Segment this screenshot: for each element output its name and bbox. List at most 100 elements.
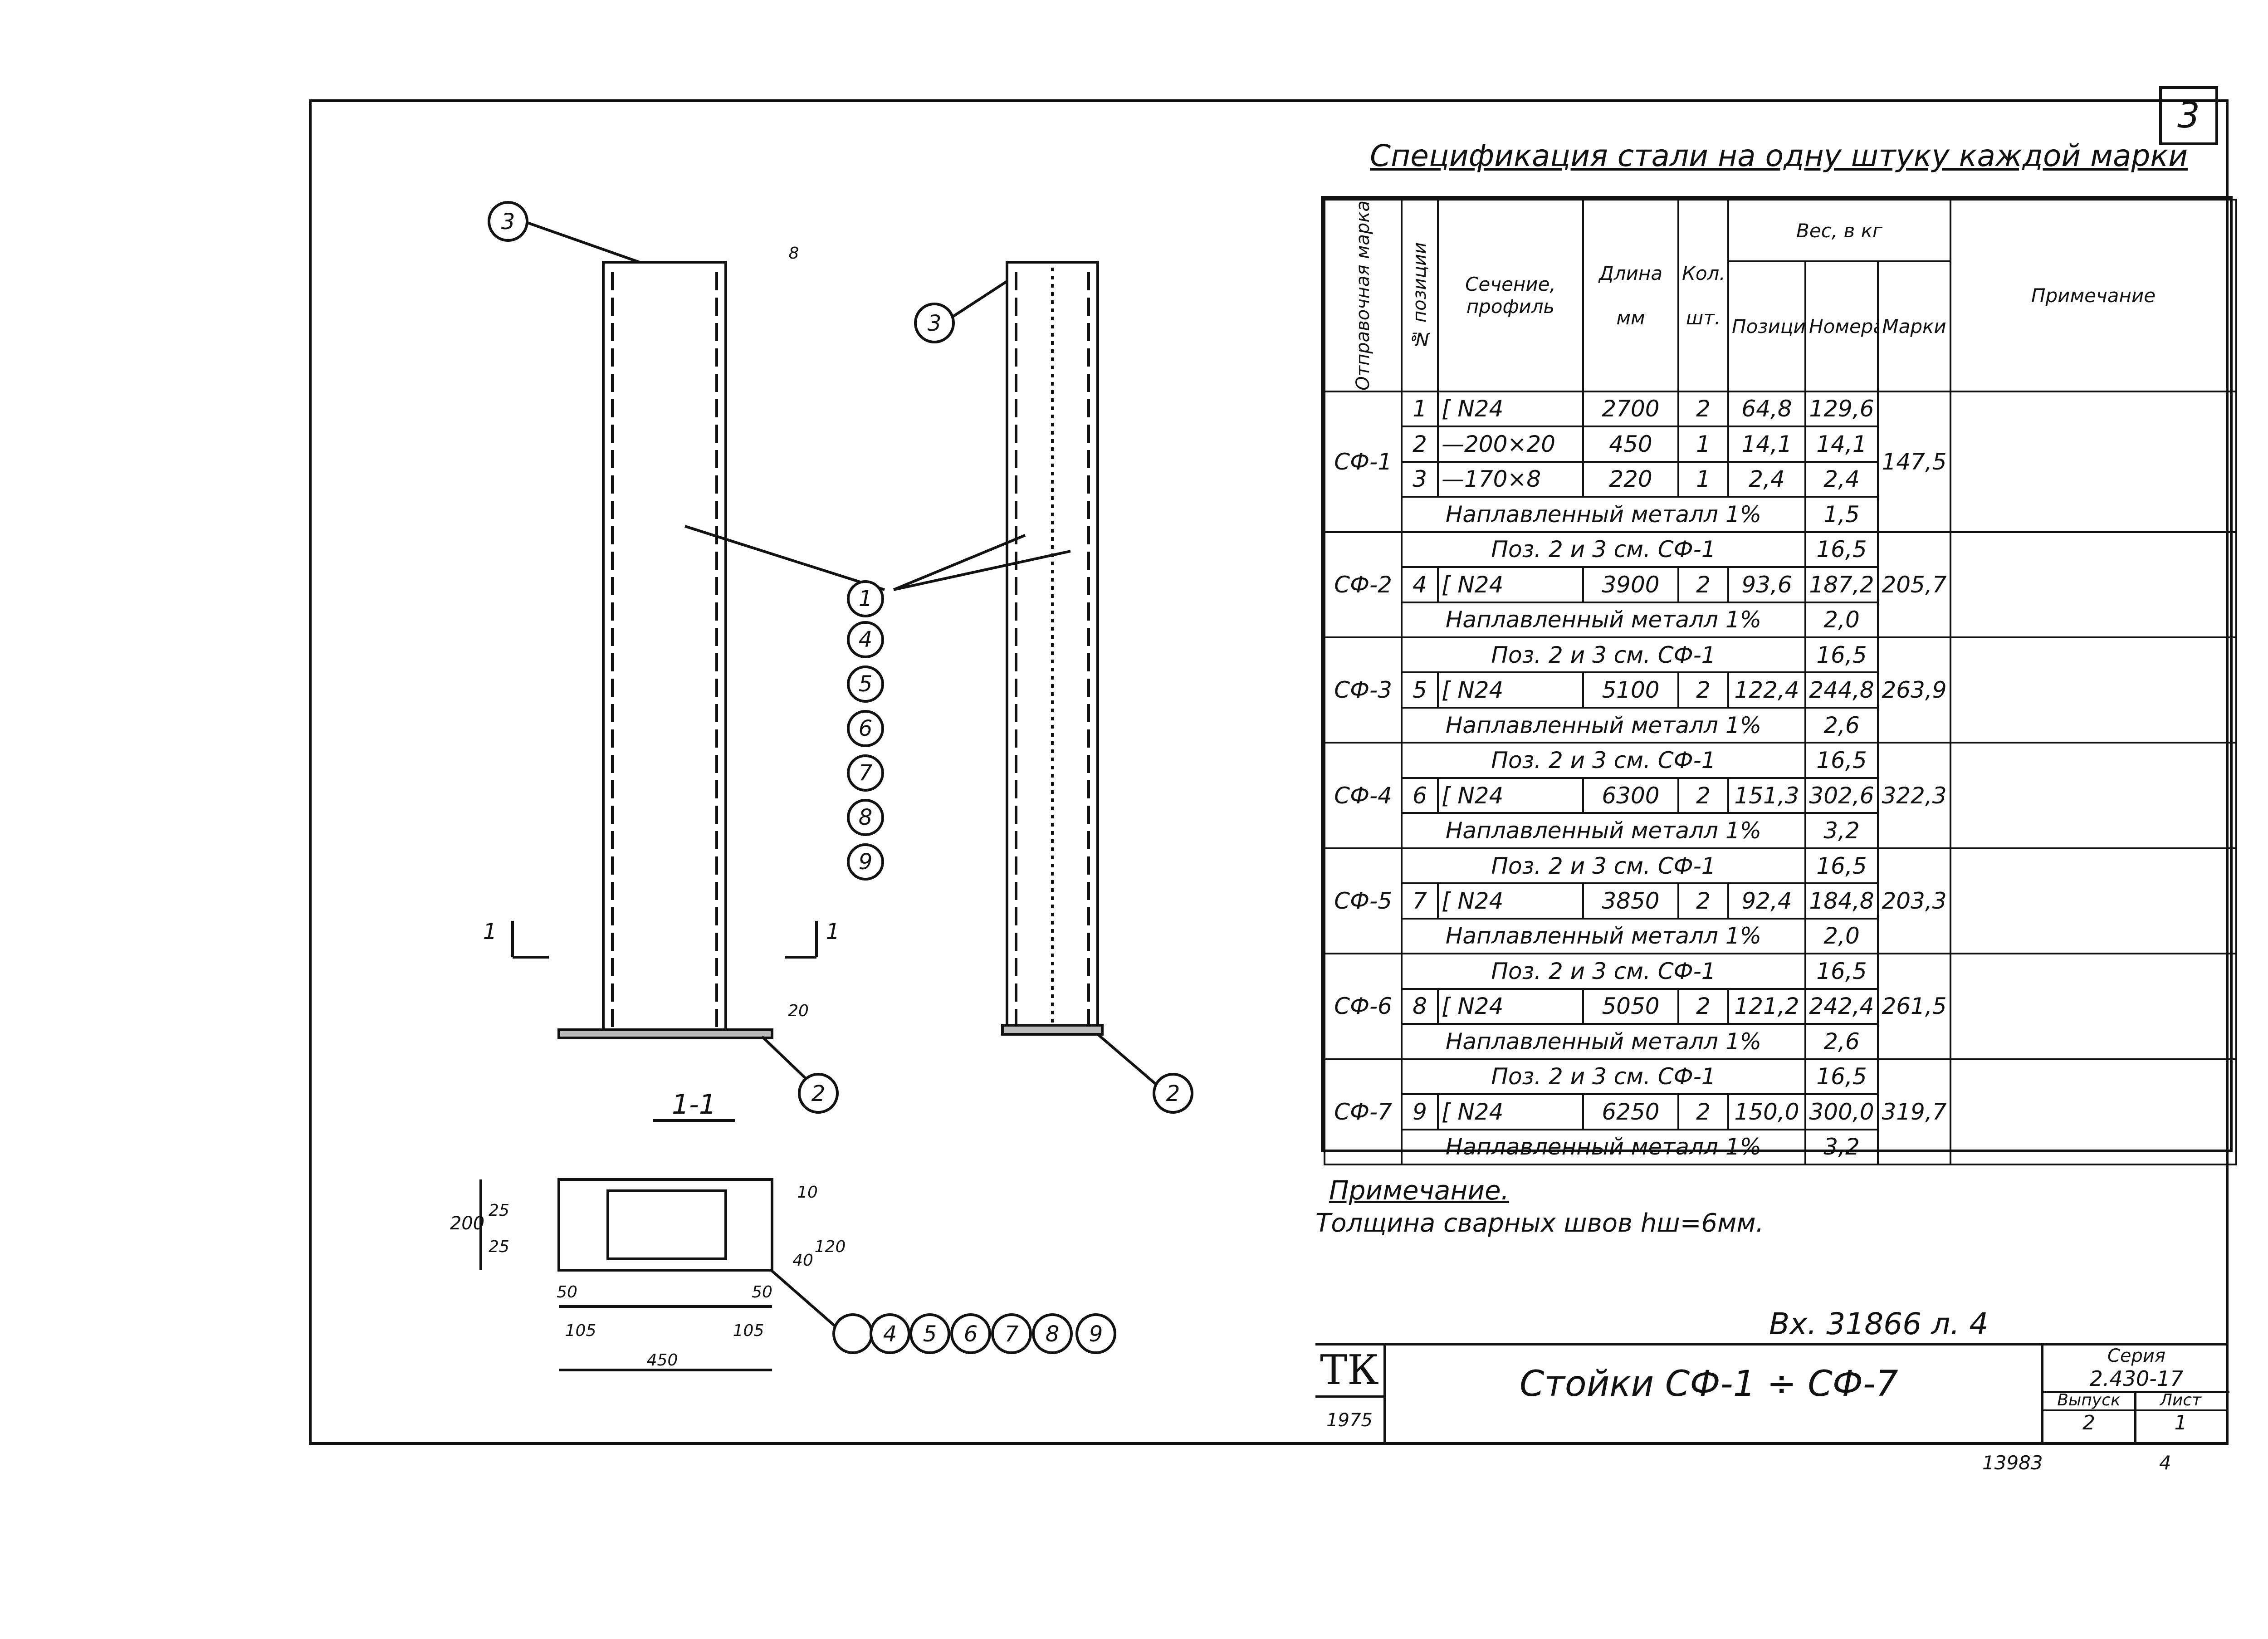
section-mark: 1 <box>826 919 840 944</box>
section-label: 1-1 <box>672 1089 716 1120</box>
hdr-wpos: Позиции <box>1727 260 1806 392</box>
table-cell: 4 <box>1401 566 1439 603</box>
table-cell: 151,3 <box>1727 777 1806 814</box>
note-cell <box>1950 742 2238 849</box>
table-cell: 2 <box>1677 988 1729 1025</box>
callout-col: 1 <box>859 586 873 612</box>
callout-2-right: 2 <box>1166 1081 1180 1106</box>
table-row: Наплавленный металл 1%2,6 <box>1325 1023 2236 1060</box>
table-cell: —170×8 <box>1437 460 1584 498</box>
note-title: Примечание. <box>1329 1175 1510 1206</box>
series-box: Серия 2.430-17 <box>2041 1345 2229 1393</box>
table-cell: 3,2 <box>1804 812 1879 849</box>
table-cell: 2 <box>1401 426 1439 463</box>
sheet-label: Лист <box>2134 1391 2227 1411</box>
callout-3-right: 3 <box>928 311 942 336</box>
archive-ref: Вх. 31866 л. 4 <box>1769 1306 1989 1341</box>
table-cell: [ N24 <box>1437 882 1584 920</box>
series-label: Серия <box>2107 1345 2165 1366</box>
hdr-mark: Отправочная марка <box>1325 200 1402 391</box>
spec-table: Отправочная марка № позиции Сечение, про… <box>1321 196 2238 1166</box>
table-cell: 3900 <box>1582 566 1679 603</box>
callout-row: 7 <box>1005 1321 1019 1347</box>
table-cell: Поз. 2 и 3 см. СФ-1 <box>1401 636 1806 674</box>
table-cell: 16,5 <box>1804 636 1879 674</box>
dim-c: 10 <box>797 1183 818 1202</box>
table-cell: 2,6 <box>1804 706 1879 744</box>
hdr-qty: Кол.шт. <box>1677 199 1729 392</box>
table-cell: Наплавленный металл 1% <box>1401 496 1806 533</box>
year: 1975 <box>1315 1398 1386 1443</box>
callout-3-left: 3 <box>501 209 515 235</box>
drawing-title: Стойки СФ-1 ÷ СФ-7 <box>1520 1364 1898 1404</box>
dim-d: 120 <box>815 1238 846 1256</box>
mark-cell: СФ-2 <box>1324 531 1403 639</box>
issue-label: Выпуск <box>2043 1391 2134 1411</box>
mark-weight-cell: 322,3 <box>1877 742 1952 849</box>
dim-height: 200 <box>450 1213 484 1234</box>
table-cell: 14,1 <box>1804 426 1879 463</box>
table-cell: 184,8 <box>1804 882 1879 920</box>
table-cell: 1 <box>1677 460 1729 498</box>
table-row: Наплавленный металл 1%2,0 <box>1325 917 2236 955</box>
table-cell: 93,6 <box>1727 566 1806 603</box>
hdr-wmark: Марки <box>1877 260 1952 392</box>
table-cell: 3 <box>1401 460 1439 498</box>
table-cell: 2,4 <box>1804 460 1879 498</box>
mark-cell: СФ-6 <box>1324 953 1403 1060</box>
table-cell: 3850 <box>1582 882 1679 920</box>
table-cell: Наплавленный металл 1% <box>1401 917 1806 955</box>
table-cell: 150,0 <box>1727 1093 1806 1130</box>
note-text: Толщина сварных швов hш=6мм. <box>1315 1208 1764 1238</box>
table-cell: 1 <box>1401 390 1439 428</box>
table-cell: 7 <box>1401 882 1439 920</box>
column-elevation-right <box>1006 261 1099 1036</box>
dim-top: 8 <box>789 244 799 263</box>
note-block: Примечание. Толщина сварных швов hш=6мм. <box>1315 1175 1764 1238</box>
note-cell <box>1950 1058 2238 1166</box>
mark-cell: СФ-3 <box>1324 636 1403 744</box>
table-cell: 242,4 <box>1804 988 1879 1025</box>
mark-cell: СФ-7 <box>1324 1058 1403 1166</box>
base-plate-right <box>1001 1024 1104 1036</box>
table-cell: 16,5 <box>1804 847 1879 885</box>
hdr-section: Сечение, профиль <box>1437 199 1584 392</box>
column-elevation-left <box>602 261 727 1036</box>
table-cell: 16,5 <box>1804 531 1879 568</box>
table-row: Наплавленный металл 1%1,5 <box>1325 496 2236 533</box>
table-cell: [ N24 <box>1437 671 1584 709</box>
hdr-note: Примечание <box>1950 199 2238 392</box>
callout-2-left: 2 <box>811 1081 826 1106</box>
title-block: ТК 1975 Стойки СФ-1 ÷ СФ-7 Серия 2.430-1… <box>1315 1343 2229 1445</box>
callout-col: 9 <box>859 849 873 875</box>
callout-row: 6 <box>964 1321 978 1347</box>
bottom-number-left: 13983 <box>1982 1452 2043 1474</box>
mark-weight-cell: 203,3 <box>1877 847 1952 955</box>
note-cell <box>1950 953 2238 1060</box>
dim-base: 20 <box>788 1002 809 1020</box>
table-cell: 14,1 <box>1727 426 1806 463</box>
callout-row: 4 <box>883 1321 897 1347</box>
table-cell: 244,8 <box>1804 671 1879 709</box>
note-cell <box>1950 390 2238 533</box>
section-plate <box>557 1178 773 1272</box>
table-cell: Поз. 2 и 3 см. СФ-1 <box>1401 531 1806 568</box>
table-cell: 300,0 <box>1804 1093 1879 1130</box>
tk-logo: ТК <box>1315 1345 1386 1398</box>
dim-width: 450 <box>647 1351 678 1370</box>
callout-col: 6 <box>859 716 873 741</box>
mark-weight-cell: 261,5 <box>1877 953 1952 1060</box>
table-cell: 1 <box>1677 426 1729 463</box>
hdr-wnum: Номера <box>1804 260 1879 392</box>
note-cell <box>1950 531 2238 639</box>
table-cell: 121,2 <box>1727 988 1806 1025</box>
table-cell: 187,2 <box>1804 566 1879 603</box>
table-cell: 9 <box>1401 1093 1439 1130</box>
